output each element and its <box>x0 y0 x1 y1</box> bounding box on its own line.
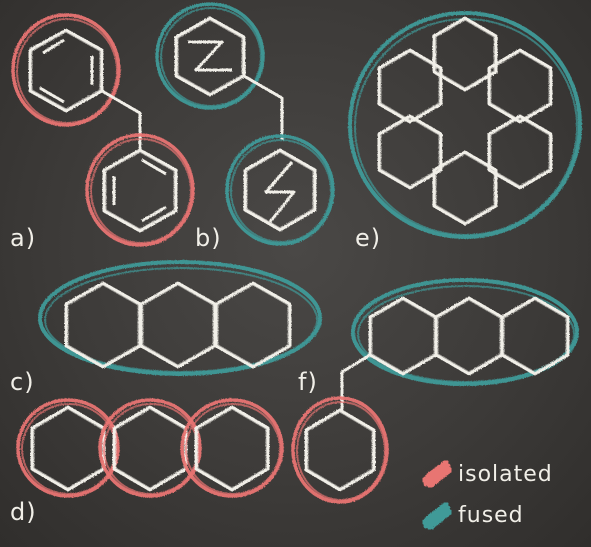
ring-f2 <box>434 296 504 376</box>
ring-a1 <box>11 13 121 127</box>
ring-d2 <box>98 398 202 498</box>
enclosure-f <box>351 278 579 386</box>
ring-e-lower-right <box>487 114 553 190</box>
ring-e-upper-right <box>487 48 553 124</box>
structure-d <box>16 398 284 498</box>
ring-c3 <box>214 281 292 369</box>
bond-b <box>243 74 284 140</box>
legend-fused-swatch-icon <box>421 501 453 531</box>
ring-b1 <box>155 2 265 110</box>
label-d: d) <box>10 498 37 526</box>
label-f: f) <box>298 368 318 396</box>
label-b: b) <box>195 224 222 252</box>
enclosure-c <box>38 260 322 376</box>
enclosure-e <box>348 11 582 239</box>
structure-b <box>155 2 335 246</box>
ring-e-top <box>432 16 498 92</box>
legend-fused-label: fused <box>458 503 524 528</box>
structure-e <box>348 11 582 239</box>
ring-f3 <box>500 296 570 376</box>
legend-isolated-swatch-icon <box>421 459 453 489</box>
label-e: e) <box>355 224 381 252</box>
legend: isolated fused <box>421 459 553 531</box>
legend-isolated-label: isolated <box>458 462 553 487</box>
ring-d3 <box>180 398 284 498</box>
ring-a2 <box>85 133 195 247</box>
ring-e-bottom <box>432 150 498 226</box>
ring-c2 <box>139 281 217 369</box>
ring-f4 <box>291 396 389 504</box>
ring-e-upper-left <box>377 48 443 124</box>
label-a: a) <box>10 224 36 252</box>
bond-a <box>101 89 142 150</box>
ring-e-lower-left <box>377 114 443 190</box>
label-c: c) <box>10 368 35 396</box>
structure-c <box>38 260 322 376</box>
structure-a <box>11 13 195 247</box>
ring-b2 <box>225 134 335 246</box>
ring-d1 <box>16 398 120 498</box>
structure-f <box>291 278 579 504</box>
